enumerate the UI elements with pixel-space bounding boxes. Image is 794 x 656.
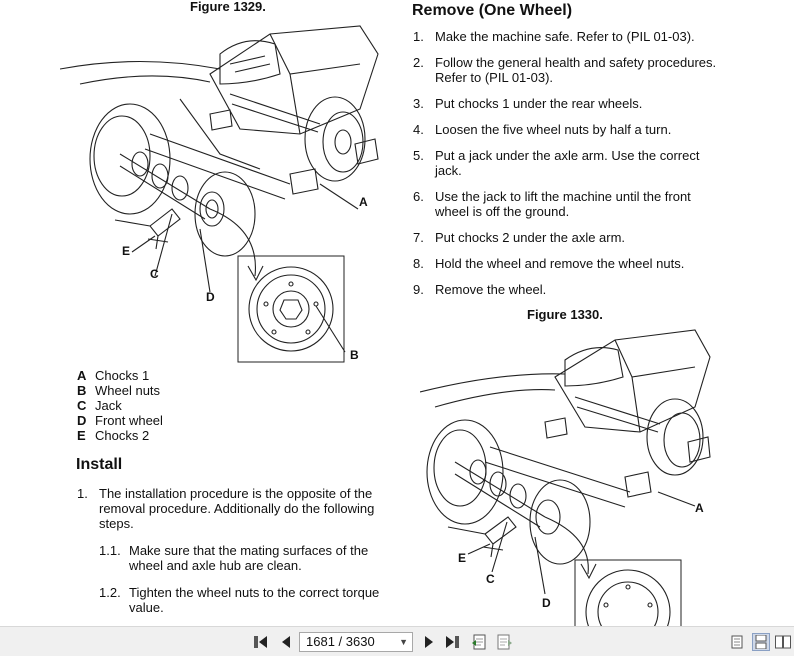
continuous-view-button[interactable]: [752, 633, 770, 651]
continuous-view-icon: [755, 635, 767, 649]
document-page: Figure 1329.: [60, 0, 719, 626]
step-text: Follow the general health and safety pro…: [435, 55, 717, 85]
substep-number: 1.2.: [99, 585, 121, 600]
step-text: Make the machine safe. Refer to (PIL 01-…: [435, 29, 695, 44]
figure-1329-label-a: A: [359, 195, 368, 209]
step-text: Remove the wheel.: [435, 282, 547, 297]
single-page-view-icon: [731, 635, 743, 649]
remove-step: 2. Follow the general health and safety p…: [413, 55, 719, 85]
legend-item: E Chocks 2: [77, 428, 163, 443]
previous-page-button[interactable]: [277, 633, 295, 651]
legend-text: Front wheel: [95, 413, 163, 428]
first-page-button[interactable]: [252, 633, 270, 651]
step-text: The installation procedure is the opposi…: [99, 486, 375, 531]
install-substep: 1.1. Make sure that the mating surfaces …: [77, 543, 385, 573]
figure-1329-label-d: D: [206, 290, 215, 304]
step-number: 7.: [413, 230, 424, 245]
legend-item: A Chocks 1: [77, 368, 163, 383]
step-number: 9.: [413, 282, 424, 297]
install-step: 1. The installation procedure is the opp…: [77, 486, 385, 531]
previous-page-icon: [282, 636, 290, 648]
single-page-view-button[interactable]: [728, 633, 746, 651]
remove-step: 6. Use the jack to lift the machine until…: [413, 189, 719, 219]
go-back-icon: [472, 634, 486, 650]
legend-key: A: [77, 368, 87, 383]
legend-item: D Front wheel: [77, 413, 163, 428]
chevron-down-icon: ▼: [399, 637, 408, 647]
step-number: 5.: [413, 148, 424, 163]
facing-view-button[interactable]: [774, 633, 792, 651]
legend-text: Wheel nuts: [95, 383, 161, 398]
step-text: Loosen the five wheel nuts by half a tur…: [435, 122, 672, 137]
step-number: 2.: [413, 55, 424, 70]
go-back-button[interactable]: [470, 633, 488, 651]
figure-1330-label-d: D: [542, 596, 551, 610]
legend-item: C Jack: [77, 398, 163, 413]
remove-heading: Remove (One Wheel): [412, 2, 573, 19]
legend-key: E: [77, 428, 86, 443]
remove-step: 4. Loosen the five wheel nuts by half a t…: [413, 122, 719, 137]
last-page-icon: [446, 636, 459, 648]
page-number-value: 1681 / 3630: [306, 634, 375, 649]
legend-text: Chocks 2: [95, 428, 150, 443]
figure-1329-label-b: B: [350, 348, 359, 362]
step-number: 1.: [413, 29, 424, 44]
remove-step: 7. Put chocks 2 under the axle arm.: [413, 230, 719, 245]
remove-step: 9. Remove the wheel.: [413, 282, 719, 297]
last-page-button[interactable]: [443, 633, 461, 651]
next-page-icon: [425, 636, 433, 648]
go-forward-button[interactable]: [496, 633, 514, 651]
page-number-select[interactable]: 1681 / 3630 ▼: [299, 632, 413, 652]
remove-step: 8. Hold the wheel and remove the wheel nu…: [413, 256, 719, 271]
step-number: 6.: [413, 189, 424, 204]
viewer-toolbar: 1681 / 3630 ▼: [0, 626, 794, 656]
legend-item: B Wheel nuts: [77, 383, 163, 398]
go-forward-icon: [497, 634, 512, 650]
substep-text: Tighten the wheel nuts to the correct to…: [129, 585, 380, 615]
install-substep: 1.2. Tighten the wheel nuts to the corre…: [77, 585, 385, 615]
figure-1330-label-a: A: [695, 501, 704, 515]
step-text: Hold the wheel and remove the wheel nuts…: [435, 256, 685, 271]
step-number: 3.: [413, 96, 424, 111]
figure-1329-label-c: C: [150, 267, 159, 281]
first-page-icon: [254, 636, 267, 648]
figure-1329-title: Figure 1329.: [190, 0, 266, 14]
step-text: Put chocks 1 under the rear wheels.: [435, 96, 643, 111]
remove-step: 3. Put chocks 1 under the rear wheels.: [413, 96, 719, 111]
figure-1329-illustration: A E C D B: [60, 25, 379, 363]
step-number: 8.: [413, 256, 424, 271]
figure-1329-label-e: E: [122, 244, 130, 258]
legend-text: Chocks 1: [95, 368, 150, 383]
install-list: 1. The installation procedure is the opp…: [77, 486, 385, 615]
facing-view-icon: [775, 635, 791, 649]
step-text: Use the jack to lift the machine until t…: [435, 189, 691, 219]
remove-step: 1. Make the machine safe. Refer to (PIL 0…: [413, 29, 719, 44]
figure-1330-illustration: A E C D: [420, 329, 711, 626]
install-heading: Install: [76, 456, 123, 473]
step-text: Put a jack under the axle arm. Use the c…: [435, 148, 700, 178]
remove-steps: 1. Make the machine safe. Refer to (PIL 0…: [413, 29, 719, 308]
legend-key: D: [77, 413, 87, 428]
substep-number: 1.1.: [99, 543, 121, 558]
step-number: 4.: [413, 122, 424, 137]
legend-key: B: [77, 383, 87, 398]
legend-key: C: [77, 398, 87, 413]
figure-1330-label-c: C: [486, 572, 495, 586]
next-page-button[interactable]: [420, 633, 438, 651]
figure-1330-title: Figure 1330.: [527, 307, 603, 322]
figure-1330-label-e: E: [458, 551, 466, 565]
legend-text: Jack: [95, 398, 122, 413]
step-number: 1.: [77, 486, 88, 501]
step-text: Put chocks 2 under the axle arm.: [435, 230, 626, 245]
figure-legend: A Chocks 1 B Wheel nuts C Jack D Front wheel…: [77, 368, 163, 443]
substep-text: Make sure that the mating surfaces of th…: [129, 543, 369, 573]
remove-step: 5. Put a jack under the axle arm. Use the…: [413, 148, 719, 178]
